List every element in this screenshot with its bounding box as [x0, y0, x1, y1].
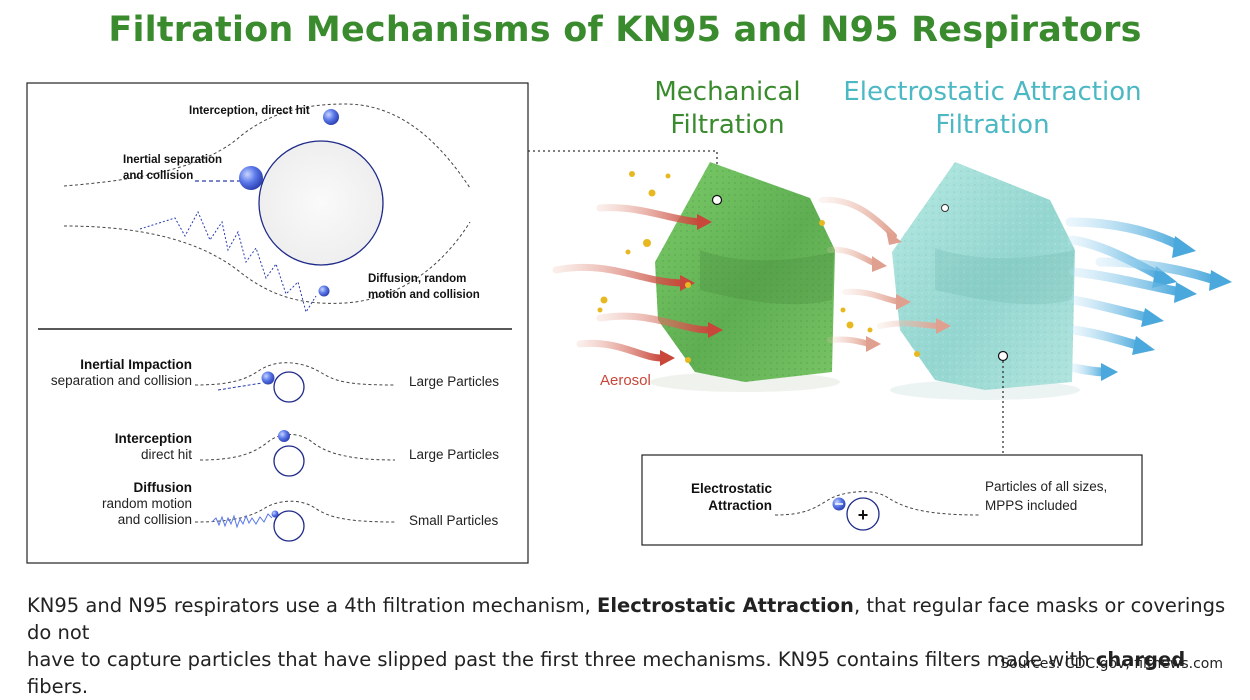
- fiber-cross-section: [258, 140, 384, 266]
- row-inertial-fiber: [273, 371, 305, 403]
- mechanical-title-line1: Mechanical: [654, 77, 801, 107]
- row-diffusion-heading: Diffusion: [134, 480, 193, 495]
- electro-label-line2: Attraction: [708, 498, 772, 513]
- electrostatic-title-line2: Filtration: [935, 110, 1050, 140]
- aerosol-label: Aerosol: [600, 372, 651, 389]
- row-interception-streamline: [199, 434, 396, 461]
- footer-description: KN95 and N95 respirators use a 4th filtr…: [27, 592, 1237, 700]
- between-mask-arrows: [819, 196, 951, 352]
- row-inertial-particle: [261, 371, 275, 385]
- electro-note-line2: MPPS included: [985, 498, 1077, 513]
- green-mask-marker: [711, 194, 723, 206]
- positive-charge-symbol: +: [858, 505, 869, 525]
- row-inertial-sub: separation and collision: [51, 373, 192, 388]
- diffusion-random-path: [139, 210, 317, 314]
- footer-line1: KN95 and N95 respirators use a 4th filtr…: [27, 592, 1237, 646]
- airflow-streamline-top: [63, 103, 471, 189]
- mechanisms-diagram-box: [26, 82, 529, 564]
- page-title: Filtration Mechanisms of KN95 and N95 Re…: [108, 10, 1142, 50]
- electro-streamline: [774, 491, 981, 516]
- footer-line1-end: , that regular face masks or coverings d…: [27, 594, 1226, 644]
- sources-credit: Sources: CDC.gov, filtnews.com: [1000, 656, 1223, 672]
- row-interception-fiber: [273, 445, 305, 477]
- row-diffusion-sub1: random motion: [102, 496, 192, 511]
- footer-line2-bold: charged: [1095, 648, 1186, 671]
- outgoing-clean-air-arrows: [1065, 217, 1232, 381]
- row-inertial-size: Large Particles: [409, 374, 499, 389]
- diffusion-particle: [318, 285, 330, 297]
- footer-line1-bold: Electrostatic Attraction: [597, 594, 854, 617]
- electro-label-line1: Electrostatic: [691, 481, 773, 496]
- label-inertial-line1: Inertial separation: [123, 154, 222, 166]
- teal-mask-marker-lower: [997, 350, 1009, 362]
- label-diffusion-line2: motion and collision: [368, 289, 480, 301]
- green-mask: [650, 162, 840, 392]
- electro-note-line1: Particles of all sizes,: [985, 479, 1107, 494]
- charged-fiber: [846, 497, 880, 531]
- teal-mask-marker: [941, 204, 949, 212]
- row-interception-heading: Interception: [115, 431, 192, 446]
- footer-line1-text: KN95 and N95 respirators use a 4th filtr…: [27, 594, 598, 617]
- row-interception-particle: [278, 430, 290, 442]
- mechanical-filtration-title: Mechanical Filtration: [620, 76, 835, 142]
- aerosol-particles: [597, 171, 920, 363]
- row-inertial-heading: Inertial Impaction: [80, 357, 192, 372]
- row-interception-sub: direct hit: [141, 447, 192, 462]
- row-diffusion-size: Small Particles: [409, 513, 499, 528]
- footer-line2: have to capture particles that have slip…: [27, 646, 1237, 700]
- row-inertial-trajectory: [217, 382, 263, 391]
- row-diffusion-sub2: and collision: [118, 512, 192, 527]
- connector-diagram-to-mask: [528, 150, 718, 195]
- electrostatic-title-line1: Electrostatic Attraction: [843, 77, 1142, 107]
- footer-line2-text: have to capture particles that have slip…: [27, 648, 1096, 671]
- label-diffusion-line1: Diffusion, random: [368, 273, 466, 285]
- row-diffusion-streamline: [194, 500, 396, 523]
- row-diffusion-random-path: [211, 513, 273, 529]
- electrostatic-filtration-title: Electrostatic Attraction Filtration: [830, 76, 1155, 142]
- interception-particle: [323, 109, 339, 125]
- row-diffusion-particle: [271, 510, 279, 518]
- airflow-streamline-bottom: [63, 221, 471, 304]
- row-interception-size: Large Particles: [409, 447, 499, 462]
- row-diffusion-fiber: [273, 510, 305, 542]
- teal-mask: [890, 162, 1080, 400]
- label-inertial-line2: and collision: [123, 170, 193, 182]
- inertial-particle: [239, 166, 263, 190]
- label-interception-direct-hit: Interception, direct hit: [189, 105, 310, 117]
- mechanical-title-line2: Filtration: [670, 110, 785, 140]
- row-inertial-streamline: [194, 362, 396, 386]
